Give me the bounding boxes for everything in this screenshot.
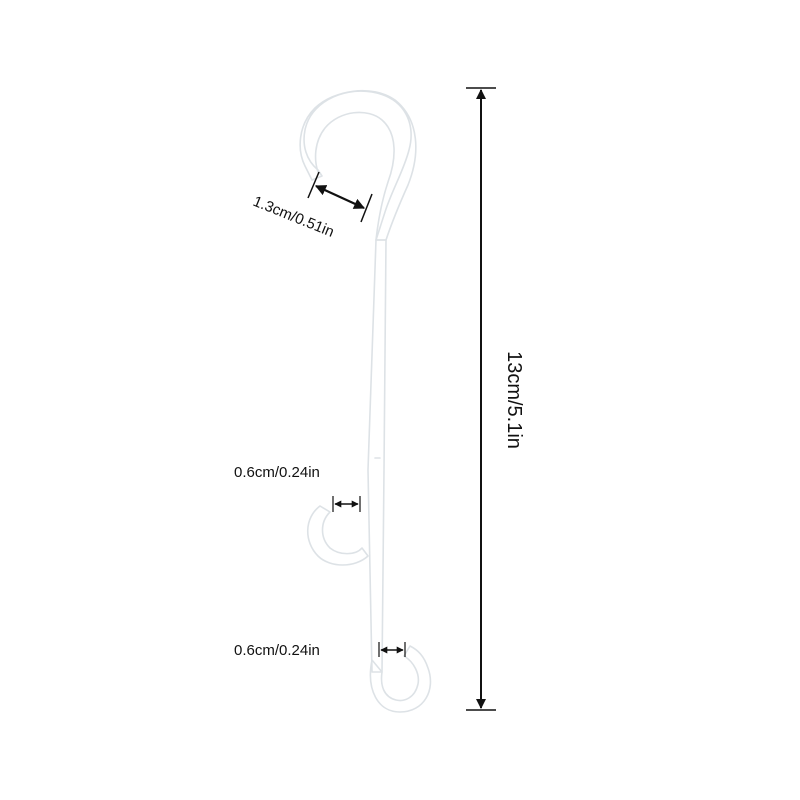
middle-side-hook — [306, 505, 369, 566]
plastic-hook — [299, 89, 432, 713]
top-hook-width-arrow — [315, 185, 365, 209]
top-hook-width-label: 1.3cm/0.51in — [251, 193, 337, 241]
top-hook-inner — [314, 111, 395, 241]
bottom-loop-hook — [369, 645, 432, 713]
middle-hook-gap-dimension: 0.6cm/0.24in — [234, 464, 361, 512]
total-length-label: 13cm/5.1in — [503, 351, 525, 449]
bottom-hook-gap-label: 0.6cm/0.24in — [234, 642, 320, 659]
hook-stem — [367, 239, 387, 673]
top-hook-width-dimension: 1.3cm/0.51in — [251, 171, 373, 241]
middle-hook-gap-label: 0.6cm/0.24in — [234, 464, 320, 481]
bottom-hook-gap-dimension: 0.6cm/0.24in — [234, 642, 406, 659]
total-length-dimension: 13cm/5.1in — [466, 87, 525, 711]
